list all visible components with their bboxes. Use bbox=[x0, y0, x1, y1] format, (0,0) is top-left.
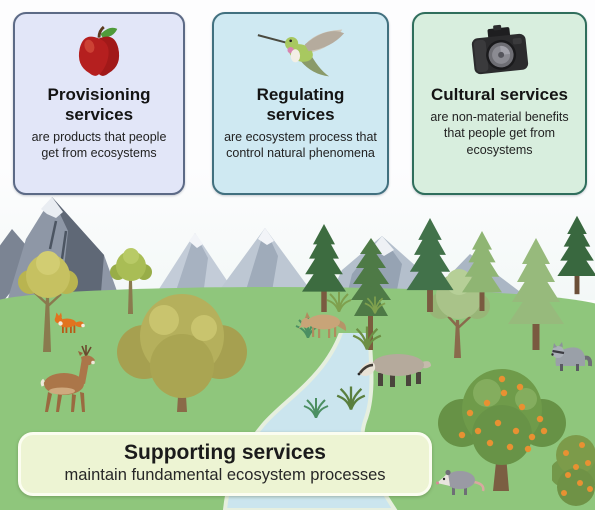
camera-icon bbox=[414, 21, 585, 83]
grass-tuft bbox=[364, 296, 386, 314]
fox bbox=[52, 310, 86, 334]
hummingbird-icon bbox=[214, 21, 387, 83]
right-margin bbox=[595, 0, 600, 510]
pine-tree-dark-2 bbox=[403, 218, 457, 312]
card-description: are ecosystem process that control natur… bbox=[224, 130, 377, 161]
raccoon bbox=[548, 338, 592, 372]
apple-icon bbox=[15, 21, 183, 83]
orange-fruit-tree bbox=[432, 365, 572, 491]
small-green-tree bbox=[106, 248, 156, 314]
olive-bush-tree bbox=[112, 288, 254, 412]
pine-tree-light-2 bbox=[505, 238, 567, 350]
grass-tuft bbox=[303, 398, 329, 418]
card-regulating-services: Regulating services are ecosystem proces… bbox=[212, 12, 389, 195]
card-title: Provisioning services bbox=[47, 85, 151, 125]
opossum bbox=[434, 460, 486, 496]
card-title: Cultural services bbox=[430, 85, 568, 104]
card-cultural-services: Cultural services are non-material benef… bbox=[412, 12, 587, 195]
grass-tuft bbox=[326, 292, 352, 312]
card-title: Regulating services bbox=[256, 85, 345, 125]
card-description: are products that people get from ecosys… bbox=[31, 130, 167, 161]
banner-description: maintain fundamental ecosystem processes bbox=[64, 466, 386, 484]
deer bbox=[30, 344, 104, 414]
grass-tuft bbox=[336, 386, 366, 410]
mountain-center bbox=[150, 228, 320, 303]
coyote bbox=[296, 306, 348, 338]
badger bbox=[356, 346, 432, 388]
pine-tree-light-1 bbox=[460, 231, 504, 311]
pine-tree-dark-1 bbox=[300, 224, 348, 312]
orange-bush bbox=[552, 425, 600, 510]
card-description: are non-material benefits that people ge… bbox=[430, 110, 569, 157]
banner-title: Supporting services bbox=[124, 441, 326, 464]
banner-supporting-services: Supporting services maintain fundamental… bbox=[18, 432, 432, 496]
yellow-tree bbox=[14, 250, 82, 352]
card-provisioning-services: Provisioning services are products that … bbox=[13, 12, 185, 195]
grass-tuft bbox=[352, 326, 382, 350]
pine-tree-dark-3 bbox=[556, 212, 598, 298]
